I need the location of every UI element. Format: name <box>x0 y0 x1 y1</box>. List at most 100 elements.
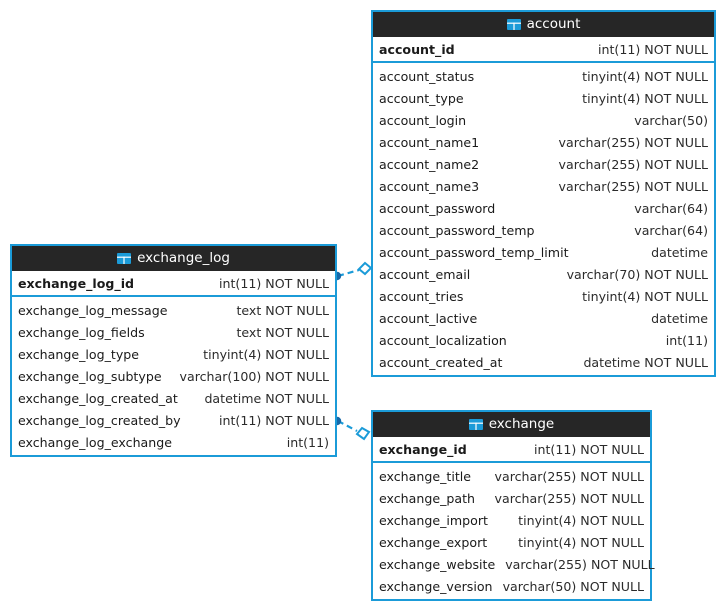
column-name: exchange_id <box>379 441 467 457</box>
column-type: tinyint(4) NOT NULL <box>582 90 708 106</box>
table-header-account[interactable]: account <box>373 12 714 37</box>
relationship-endpoint-diamond <box>357 261 373 276</box>
column-row[interactable]: exchange_log_exchange int(11) <box>12 431 335 453</box>
column-type: datetime NOT NULL <box>583 354 708 370</box>
column-type: varchar(50) NOT NULL <box>502 578 644 594</box>
column-row[interactable]: account_name2 varchar(255) NOT NULL <box>373 153 714 175</box>
column-type: varchar(255) NOT NULL <box>558 156 708 172</box>
column-type: tinyint(4) NOT NULL <box>518 534 644 550</box>
column-row[interactable]: account_name3 varchar(255) NOT NULL <box>373 175 714 197</box>
column-name: account_tries <box>379 288 464 304</box>
column-type: int(11) NOT NULL <box>598 41 708 57</box>
column-row[interactable]: account_login varchar(50) <box>373 109 714 131</box>
column-type: int(11) <box>665 332 708 348</box>
column-row[interactable]: exchange_log_type tinyint(4) NOT NULL <box>12 343 335 365</box>
column-name: exchange_log_created_by <box>18 412 181 428</box>
column-row[interactable]: exchange_export tinyint(4) NOT NULL <box>373 531 650 553</box>
column-type: varchar(64) <box>634 200 708 216</box>
column-row[interactable]: account_status tinyint(4) NOT NULL <box>373 65 714 87</box>
column-name: account_password_temp <box>379 222 535 238</box>
column-row[interactable]: exchange_log_subtype varchar(100) NOT NU… <box>12 365 335 387</box>
column-row[interactable]: exchange_log_message text NOT NULL <box>12 299 335 321</box>
column-row[interactable]: account_localization int(11) <box>373 329 714 351</box>
column-row[interactable]: account_password_temp varchar(64) <box>373 219 714 241</box>
column-name: account_password <box>379 200 496 216</box>
column-name: account_created_at <box>379 354 503 370</box>
column-list: exchange_title varchar(255) NOT NULL exc… <box>373 463 655 599</box>
column-type: int(11) NOT NULL <box>534 441 644 457</box>
relationship-exchange-log-account[interactable] <box>332 261 373 281</box>
table-title: account <box>526 16 581 32</box>
column-row[interactable]: exchange_version varchar(50) NOT NULL <box>373 575 650 597</box>
column-type: int(11) NOT NULL <box>219 412 329 428</box>
primary-key-row[interactable]: account_id int(11) NOT NULL <box>373 37 714 63</box>
column-name: exchange_log_subtype <box>18 368 162 384</box>
column-row[interactable]: exchange_log_created_by int(11) NOT NULL <box>12 409 335 431</box>
column-row[interactable]: exchange_website varchar(255) NOT NULL <box>373 553 655 575</box>
column-type: int(11) NOT NULL <box>219 275 329 291</box>
table-exchange-log[interactable]: exchange_log exchange_log_id int(11) NOT… <box>10 244 337 457</box>
column-row[interactable]: account_lactive datetime <box>373 307 714 329</box>
column-row[interactable]: exchange_log_fields text NOT NULL <box>12 321 335 343</box>
relationship-line <box>337 420 358 432</box>
column-type: varchar(255) NOT NULL <box>494 468 644 484</box>
column-name: account_name2 <box>379 156 480 172</box>
column-type: datetime <box>651 310 708 326</box>
table-exchange[interactable]: exchange exchange_id int(11) NOT NULL ex… <box>371 410 655 601</box>
column-row[interactable]: account_password varchar(64) <box>373 197 714 219</box>
table-icon <box>468 419 483 430</box>
column-list: exchange_log_message text NOT NULL excha… <box>12 297 335 455</box>
primary-key-row[interactable]: exchange_log_id int(11) NOT NULL <box>12 271 335 297</box>
column-row[interactable]: account_name1 varchar(255) NOT NULL <box>373 131 714 153</box>
table-header-exchange-log[interactable]: exchange_log <box>12 246 335 271</box>
column-type: tinyint(4) NOT NULL <box>203 346 329 362</box>
relationship-exchange-log-exchange[interactable] <box>332 416 371 441</box>
column-name: account_id <box>379 41 455 57</box>
table-header-exchange[interactable]: exchange <box>373 412 650 437</box>
column-name: exchange_log_type <box>18 346 140 362</box>
column-type: datetime NOT NULL <box>204 390 329 406</box>
column-name: exchange_path <box>379 490 476 506</box>
column-row[interactable]: exchange_log_created_at datetime NOT NUL… <box>12 387 335 409</box>
column-name: account_name3 <box>379 178 480 194</box>
column-name: exchange_log_message <box>18 302 168 318</box>
column-type: varchar(100) NOT NULL <box>179 368 329 384</box>
column-name: exchange_log_fields <box>18 324 145 340</box>
table-account[interactable]: account account_id int(11) NOT NULL acco… <box>371 10 716 377</box>
column-name: account_email <box>379 266 471 282</box>
column-row[interactable]: exchange_path varchar(255) NOT NULL <box>373 487 650 509</box>
column-type: text NOT NULL <box>236 302 329 318</box>
primary-key-row[interactable]: exchange_id int(11) NOT NULL <box>373 437 650 463</box>
column-name: exchange_title <box>379 468 472 484</box>
column-type: varchar(255) NOT NULL <box>505 556 655 572</box>
column-type: varchar(255) NOT NULL <box>558 178 708 194</box>
column-name: exchange_log_exchange <box>18 434 173 450</box>
column-type: int(11) <box>286 434 329 450</box>
column-type: varchar(70) NOT NULL <box>566 266 708 282</box>
column-row[interactable]: account_tries tinyint(4) NOT NULL <box>373 285 714 307</box>
column-row[interactable]: account_created_at datetime NOT NULL <box>373 351 714 373</box>
column-type: tinyint(4) NOT NULL <box>518 512 644 528</box>
column-type: tinyint(4) NOT NULL <box>582 288 708 304</box>
column-name: exchange_export <box>379 534 488 550</box>
relationship-line <box>337 268 360 278</box>
column-name: account_status <box>379 68 475 84</box>
column-name: account_localization <box>379 332 507 348</box>
column-row[interactable]: account_email varchar(70) NOT NULL <box>373 263 714 285</box>
column-name: exchange_import <box>379 512 488 528</box>
table-title: exchange <box>488 416 555 432</box>
column-name: exchange_log_id <box>18 275 135 291</box>
relationship-endpoint-diamond <box>355 426 371 441</box>
table-title: exchange_log <box>137 250 230 266</box>
column-type: varchar(64) <box>634 222 708 238</box>
column-row[interactable]: account_type tinyint(4) NOT NULL <box>373 87 714 109</box>
column-row[interactable]: account_password_temp_limit datetime <box>373 241 714 263</box>
column-type: datetime <box>651 244 708 260</box>
column-name: exchange_website <box>379 556 496 572</box>
column-row[interactable]: exchange_import tinyint(4) NOT NULL <box>373 509 650 531</box>
column-name: exchange_log_created_at <box>18 390 178 406</box>
column-type: varchar(255) NOT NULL <box>494 490 644 506</box>
column-name: account_login <box>379 112 467 128</box>
column-row[interactable]: exchange_title varchar(255) NOT NULL <box>373 465 650 487</box>
